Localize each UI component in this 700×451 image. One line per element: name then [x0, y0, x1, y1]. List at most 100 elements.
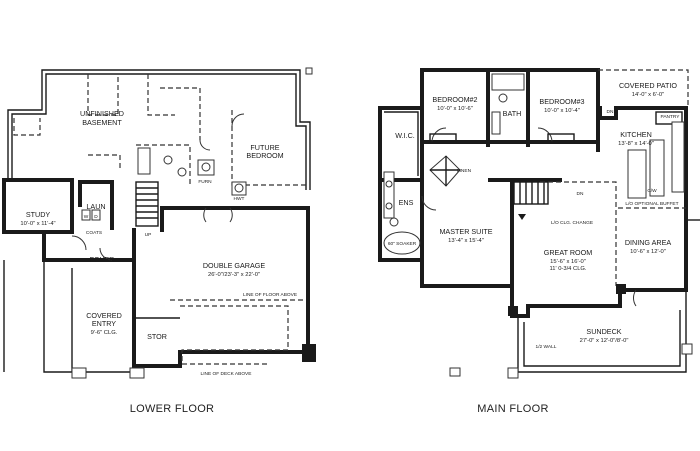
half-wall-label: 1/2 WALL — [536, 344, 557, 350]
bed3-door-swing — [537, 127, 553, 143]
foyer-door-swing — [99, 247, 113, 261]
kitchen-island — [627, 149, 647, 199]
floor-above-label: LINE OF FLOOR ABOVE — [243, 292, 297, 298]
foyer-label: FOYER — [90, 255, 115, 264]
hwt-label: HWT — [234, 196, 245, 202]
clg-change-line — [540, 181, 617, 286]
main-toilet-icon — [498, 93, 508, 103]
study-door-swing — [71, 235, 87, 251]
dryer-icon — [91, 209, 101, 221]
kitchen-label: KITCHEN — [620, 130, 652, 139]
basement-tub-icon — [137, 147, 151, 175]
sundeck-label: SUNDECK — [586, 327, 621, 336]
basement-label-1: UNFINISHED — [80, 109, 124, 118]
lower-marker — [305, 67, 313, 75]
main-floor-caption: MAIN FLOOR — [477, 403, 548, 415]
dn-label-patio: DN — [607, 109, 614, 115]
ens-vanity — [383, 171, 395, 219]
deck-post-1 — [507, 367, 519, 379]
ens-door-swing — [421, 195, 437, 211]
bed2-label: BEDROOM#2 — [432, 95, 477, 104]
great-room-dim1: 15'-6" x 16'-0" — [550, 259, 586, 265]
washer-label: W — [84, 214, 89, 220]
basement-door-swing — [231, 113, 245, 127]
main-floor-plan: BEDROOM#2 10'-0" x 10'-6" BATH BEDROOM#3… — [378, 68, 700, 415]
dining-door-swing — [632, 289, 637, 307]
future-closet-wall — [88, 154, 121, 170]
ens-toilet — [389, 217, 399, 227]
future-bath-wall — [136, 144, 191, 185]
master-dim: 13'-4" x 15'-4" — [448, 238, 484, 244]
ens-label: ENS — [399, 198, 414, 207]
line-of-deck-above — [180, 305, 289, 365]
main-vanity-icon — [491, 111, 501, 135]
basement-toilet-icon — [177, 167, 187, 177]
foyer-wall — [42, 230, 136, 262]
future-wall-left — [13, 118, 41, 136]
main-marker — [449, 367, 461, 377]
soaker-label: 60" SOAKER — [388, 241, 417, 247]
laundry-wall — [78, 180, 114, 230]
kitchen-east-wall — [596, 106, 688, 292]
buffet-label: L/O OPTIONAL BUFFET — [625, 201, 678, 207]
furnace-label: FURN — [198, 179, 212, 185]
kitchen-east-counter — [671, 121, 685, 193]
deck-post-2 — [681, 343, 693, 355]
lower-floor-plan: UNFINISHED BASEMENT FUTURE BEDROOM FURN … — [2, 67, 316, 415]
bed2-door-swing — [431, 127, 447, 143]
garage-door-swings — [203, 207, 233, 223]
basement-outer-wall — [7, 69, 311, 190]
great-room-dim2: 11' 0-3/4 CLG. — [549, 266, 586, 272]
future-wall-upper — [160, 87, 201, 140]
bed2-closet — [429, 133, 457, 143]
deck-above-label: LINE OF DECK ABOVE — [201, 371, 252, 377]
lower-stairs — [135, 181, 159, 227]
great-room-label: GREAT ROOM — [544, 248, 592, 257]
dining-label: DINING AREA — [625, 238, 672, 247]
linen-closet — [429, 155, 461, 187]
main-stairs — [513, 181, 549, 220]
lower-up-label: UP — [145, 232, 152, 238]
study-dim: 10'-0" x 11'-4" — [20, 221, 55, 227]
future-bedroom-label-2: BEDROOM — [246, 151, 283, 160]
garage-label: DOUBLE GARAGE — [203, 261, 266, 270]
wic-shelf — [384, 111, 419, 176]
storage-label: STOR — [147, 332, 167, 341]
bed2-dim: 10'-0" x 10'-6" — [437, 106, 473, 112]
bedroom-door-swing — [199, 139, 211, 151]
laundry-label: LAUN — [86, 202, 105, 211]
lower-floor-caption: LOWER FLOOR — [130, 403, 215, 415]
master-label: MASTER SUITE — [439, 227, 492, 236]
dn-label-stairs: DN — [577, 191, 584, 197]
study-label: STUDY — [26, 210, 51, 219]
garage-wall — [132, 206, 310, 368]
soaker-tub — [383, 231, 421, 255]
garage-dim: 26'-0"/23'-3" x 22'-0" — [208, 272, 260, 278]
pantry-label: PANTRY — [660, 114, 680, 120]
entry-post-left — [71, 367, 87, 379]
bed3-closet — [547, 133, 575, 143]
basement-sink-icon — [163, 155, 173, 165]
ens-sink1 — [385, 180, 393, 188]
dryer-label: D — [94, 214, 98, 220]
coats-label: COATS — [86, 230, 102, 236]
sundeck-dim: 27'-0" x 12'-0"/8'-0" — [580, 338, 629, 344]
furnace-icon — [201, 162, 211, 172]
entry-dim: 9'-6" CLG. — [91, 330, 118, 336]
clg-change-label: L/O CLG. CHANGE — [551, 220, 593, 226]
sundeck-inner — [523, 310, 681, 367]
kitchen-counter — [649, 139, 665, 197]
bed3-label: BEDROOM#3 — [539, 97, 584, 106]
post-sw — [508, 306, 518, 316]
entry-post-right — [129, 367, 145, 379]
wic-label: W.I.C. — [395, 131, 415, 140]
patio-label: COVERED PATIO — [619, 81, 677, 90]
future-bedroom-label-1: FUTURE — [250, 143, 279, 152]
post-se — [616, 284, 626, 294]
dining-dim: 10'-6" x 12'-0" — [630, 249, 666, 255]
study-wall — [2, 178, 74, 234]
ens-sink2 — [385, 202, 393, 210]
kitchen-dim: 13'-8" x 14'-0" — [618, 141, 654, 147]
basement-inner-wall — [11, 73, 307, 190]
cw-label: C/W — [647, 188, 657, 194]
